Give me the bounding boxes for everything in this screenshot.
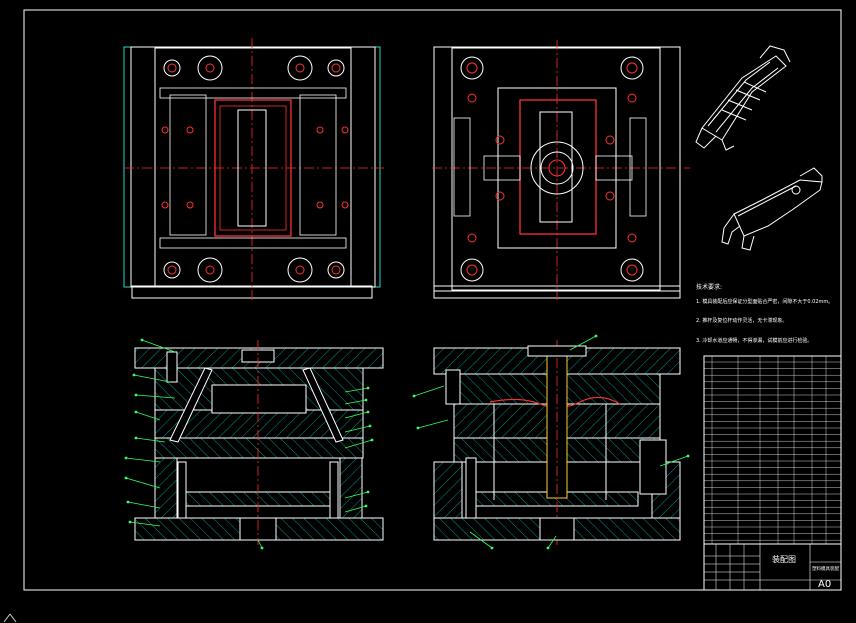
sheet-size: A0 xyxy=(818,579,831,590)
plan-view-left xyxy=(123,38,384,300)
part-iso-view-1 xyxy=(695,45,791,151)
drawing-subtitle: 塑料模具装配 xyxy=(812,565,839,572)
section-view-right xyxy=(412,334,690,550)
tech-requirements: 技术要求: 1. 模具装配后应保证分型面贴合严密，间隙不大于0.02mm。 2.… xyxy=(696,283,833,344)
tech-requirement-1: 1. 模具装配后应保证分型面贴合严密，间隙不大于0.02mm。 xyxy=(696,298,833,305)
tech-requirement-2: 2. 推杆及复位杆动作灵活，无卡滞现象。 xyxy=(696,317,787,324)
part-iso-view-2 xyxy=(721,167,823,251)
section-view-left xyxy=(124,338,384,550)
title-block: 装配图 塑料模具装配 A0 xyxy=(703,543,842,591)
parts-list-table xyxy=(703,355,842,545)
tech-requirement-3: 3. 冷却水道应通畅，不得渗漏，试模前应进行检验。 xyxy=(696,337,812,344)
sheet-border xyxy=(23,9,842,591)
drawing-title: 装配图 xyxy=(772,554,796,564)
ucs-axis-icon xyxy=(3,613,17,623)
plan-view-right xyxy=(432,40,690,300)
tech-requirements-heading: 技术要求: xyxy=(696,283,722,291)
